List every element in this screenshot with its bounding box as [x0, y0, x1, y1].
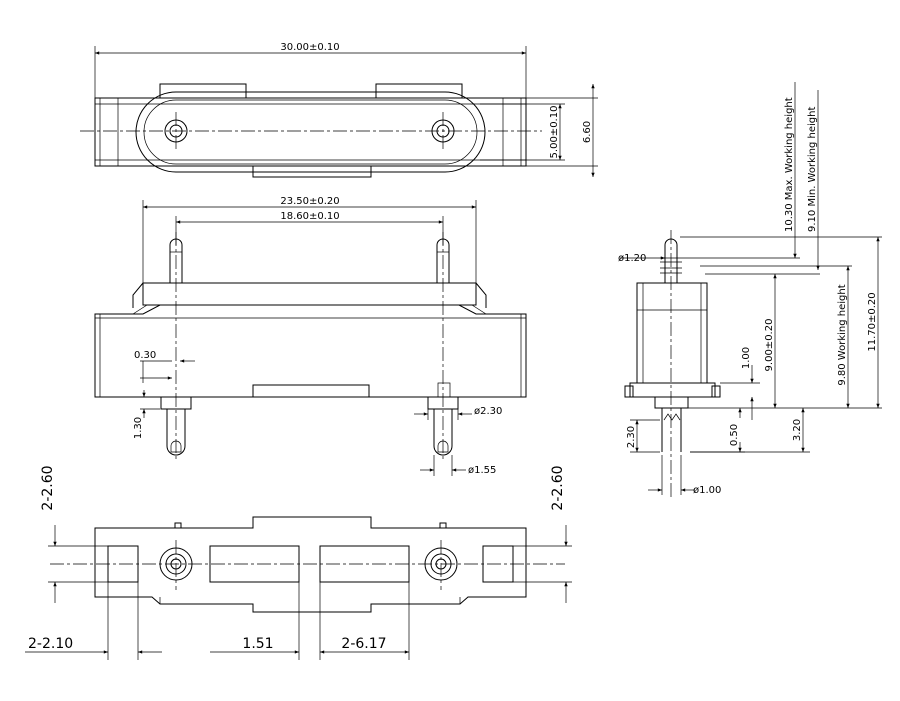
dim-tail-offset: 0.50	[729, 424, 740, 446]
dim-pin-stub: 1.30	[133, 417, 144, 439]
dim-right-pad-size: 2-2.60	[550, 465, 566, 510]
side-view: 10.30 Max. Working height 9.10 Min. Work…	[618, 82, 882, 500]
dim-offset: 0.30	[134, 350, 156, 361]
label-max-working-height: 10.30 Max. Working height	[784, 97, 795, 232]
top-view: 30.00±0.10 5.00±0.10 6.60	[80, 42, 598, 178]
dim-width-inner: 5.00±0.10	[549, 106, 560, 159]
dim-step-height: 1.00	[741, 347, 752, 369]
dim-left-pad-size: 2-2.60	[40, 465, 56, 510]
dim-body-height: 9.00±0.20	[764, 319, 775, 372]
label-min-working-height: 9.10 Min. Working height	[807, 107, 818, 232]
footprint-view: 2-2.60 2-2.60 2-2.10 1.51 2-6.17	[25, 465, 572, 660]
dim-overall-length: 30.00±0.10	[280, 42, 339, 53]
label-working-height: 9.80 Working height	[837, 284, 848, 385]
dim-pin-dia: ø1.55	[468, 465, 496, 476]
dim-pin-pitch: 18.60±0.10	[280, 211, 339, 222]
dim-width-outer: 6.60	[582, 121, 593, 143]
dim-gap: 1.51	[242, 636, 273, 652]
dim-body-length: 23.50±0.20	[280, 196, 339, 207]
dim-slot-length: 2-6.17	[341, 636, 386, 652]
dim-tip-dia: ø1.20	[618, 253, 646, 264]
front-view: 23.50±0.20 18.60±0.10	[94, 196, 527, 476]
dim-boss-dia: ø2.30	[474, 406, 502, 417]
dim-tail-length: 2.30	[626, 426, 637, 448]
dim-tail-stub: 3.20	[792, 419, 803, 441]
dim-tail-dia: ø1.00	[693, 485, 721, 496]
dim-pad-width: 2-2.10	[28, 636, 73, 652]
dim-total-height: 11.70±0.20	[867, 292, 878, 351]
